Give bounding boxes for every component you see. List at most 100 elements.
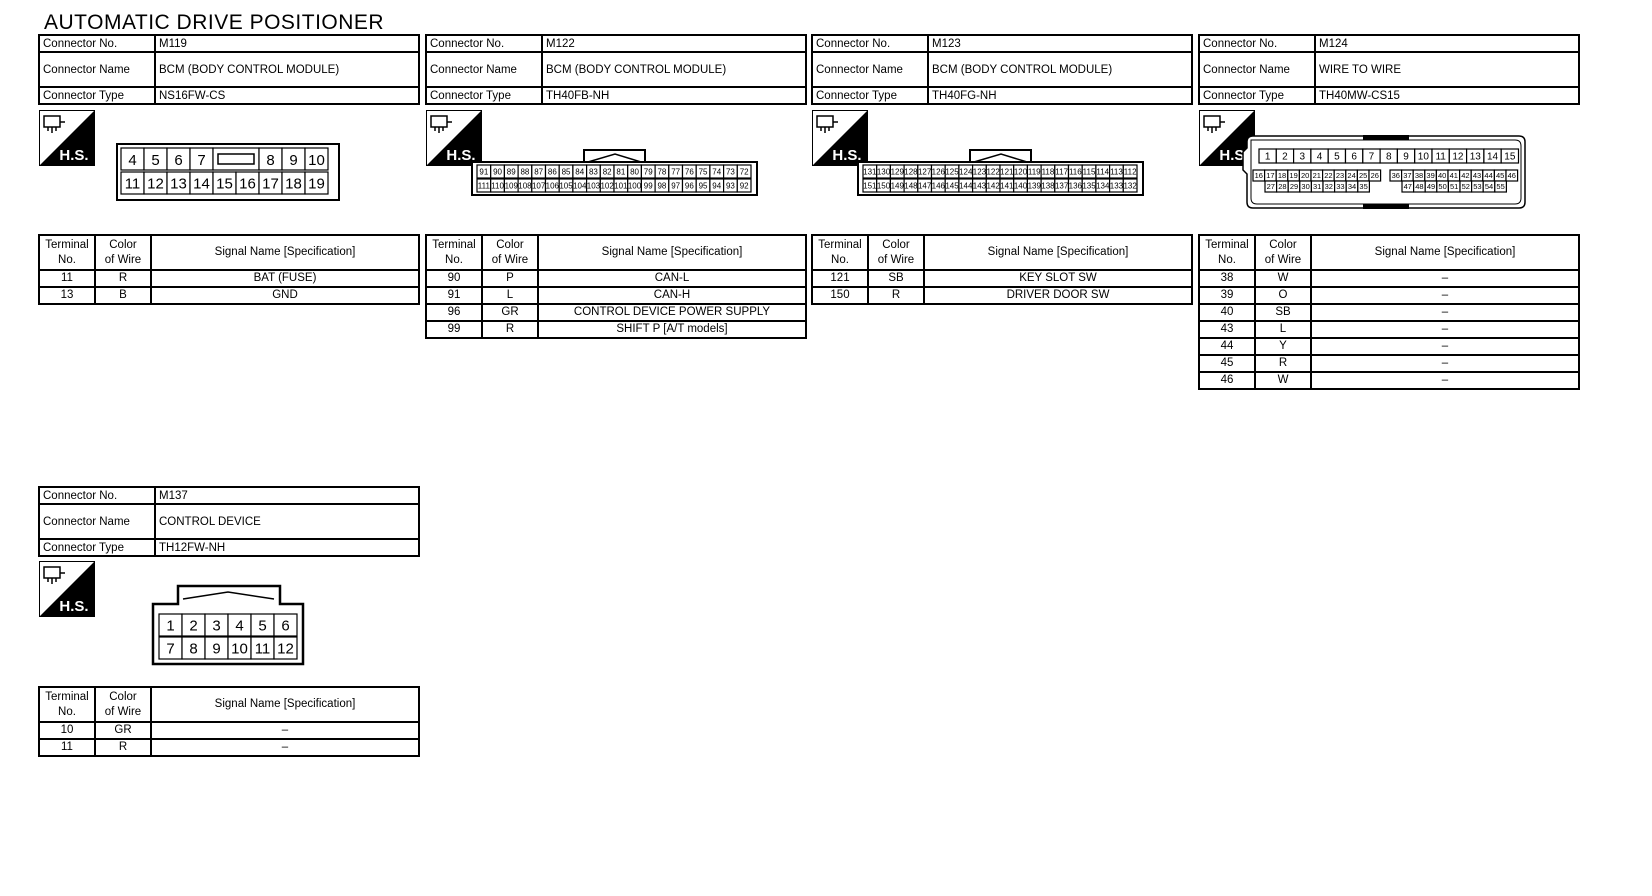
pin-label: 40 — [1438, 171, 1446, 180]
connector-type-label: Connector Type — [38, 86, 156, 105]
pin-cell — [1357, 180, 1371, 193]
signal-name-cell: – — [1310, 286, 1580, 305]
wire-color-cell: W — [1254, 269, 1312, 288]
pin-label: 100 — [628, 181, 642, 190]
wire-color-cell: W — [1254, 371, 1312, 390]
pin-label: 6 — [281, 617, 289, 634]
pin-label: 151 — [863, 181, 877, 190]
pin-cell — [1494, 180, 1508, 193]
pin-label: 97 — [671, 181, 680, 190]
pin-label: 3 — [212, 617, 220, 634]
pin-label: 14 — [1487, 152, 1499, 163]
pin-cell — [736, 178, 752, 193]
pin-label: 55 — [1496, 182, 1504, 191]
pin-label: 13 — [170, 175, 187, 192]
pin-label: 42 — [1461, 171, 1469, 180]
signal-name-cell: – — [150, 738, 420, 757]
pin-label: 8 — [1386, 152, 1392, 163]
signal-name-cell: GND — [150, 286, 420, 305]
connector-name-value: BCM (BODY CONTROL MODULE) — [154, 51, 420, 88]
signal-name-header: Signal Name [Specification] — [150, 234, 420, 271]
connector-no-value: M137 — [154, 486, 420, 505]
pin-label: 23 — [1336, 171, 1344, 180]
hs-icon: H.S. — [39, 561, 95, 617]
pin-label: 47 — [1404, 182, 1412, 191]
pin-label: 103 — [587, 181, 601, 190]
pin-label: 50 — [1438, 182, 1446, 191]
pin-label: 7 — [197, 152, 205, 169]
hs-icon: H.S. — [812, 110, 868, 166]
signal-name-cell: – — [1310, 320, 1580, 339]
pin-label: 36 — [1392, 171, 1400, 180]
connector-no-label: Connector No. — [38, 34, 156, 53]
pin-label: 48 — [1415, 182, 1423, 191]
pin-label: 33 — [1336, 182, 1344, 191]
pin-label: 31 — [1313, 182, 1321, 191]
pin-cell — [304, 171, 329, 195]
wire-color-cell: SB — [1254, 303, 1312, 322]
pin-label: 77 — [671, 167, 680, 176]
hs-label: H.S. — [1219, 147, 1248, 164]
signal-name-cell: SHIFT P [A/T models] — [537, 320, 807, 339]
terminal-no-cell: 96 — [425, 303, 483, 322]
pin-label: 43 — [1473, 171, 1481, 180]
pin-label: 107 — [532, 181, 546, 190]
connector-no-label: Connector No. — [38, 486, 156, 505]
pin-label: 127 — [918, 167, 932, 176]
pin-label: 87 — [534, 167, 543, 176]
pin-label: 15 — [216, 175, 233, 192]
wire-color-cell: R — [94, 738, 152, 757]
pin-label: 11 — [255, 640, 271, 657]
pin-label: 149 — [891, 181, 905, 190]
latch-arrow — [587, 153, 642, 163]
pin-label: 51 — [1450, 182, 1458, 191]
pin-label: 85 — [562, 167, 571, 176]
hs-icon: H.S. — [39, 110, 95, 166]
signal-name-cell: CAN-L — [537, 269, 807, 288]
terminal-no-cell: 10 — [38, 721, 96, 740]
pin-label: 18 — [285, 175, 302, 192]
pin-label: 25 — [1359, 171, 1367, 180]
connector-no-label: Connector No. — [811, 34, 929, 53]
connector-name-label: Connector Name — [425, 51, 543, 88]
pin-label: 11 — [125, 175, 141, 192]
pin-label: 39 — [1426, 171, 1434, 180]
connector-no-label: Connector No. — [425, 34, 543, 53]
pin-label: 124 — [959, 167, 973, 176]
connector-no-value: M124 — [1314, 34, 1580, 53]
connector-name-value: BCM (BODY CONTROL MODULE) — [541, 51, 807, 88]
pin-label: 6 — [174, 152, 182, 169]
signal-name-cell: – — [1310, 354, 1580, 373]
connector-no-value: M123 — [927, 34, 1193, 53]
pin-label: 119 — [1028, 167, 1041, 176]
signal-name-cell: BAT (FUSE) — [150, 269, 420, 288]
connector-type-value: TH40FG-NH — [927, 86, 1193, 105]
connector-type-label: Connector Type — [38, 538, 156, 557]
pin-label: 16 — [239, 175, 256, 192]
connector-name-value: WIRE TO WIRE — [1314, 51, 1580, 88]
wire-color-cell: Y — [1254, 337, 1312, 356]
pin-label: 88 — [520, 167, 529, 176]
pin-label: 5 — [258, 617, 266, 634]
terminal-no-cell: 11 — [38, 269, 96, 288]
hs-icon: H.S. — [1199, 110, 1255, 166]
